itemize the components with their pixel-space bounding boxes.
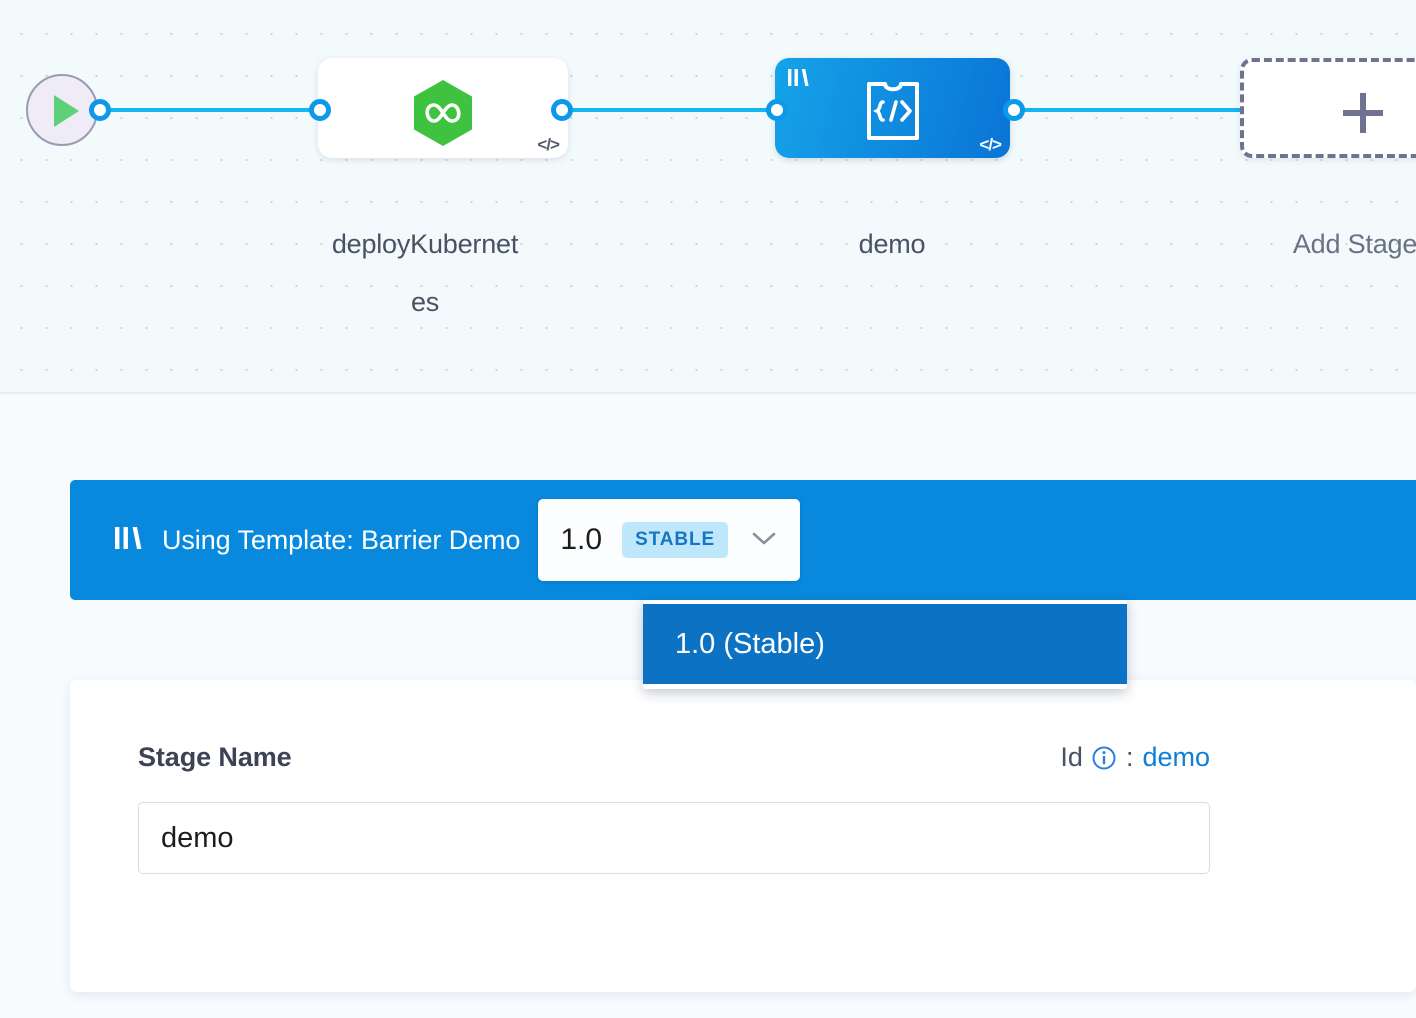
play-icon [54, 95, 79, 127]
connector-line-stage2-to-add [1000, 108, 1248, 112]
template-version-stable-badge: STABLE [622, 522, 729, 558]
stage-name-input[interactable] [138, 802, 1210, 874]
stage-name-row: Stage Name Id : demo [138, 742, 1210, 773]
pipeline-start-node[interactable] [26, 74, 98, 146]
stage-label-line1: deployKubernet [331, 229, 519, 259]
connector-dot-start-out[interactable] [89, 99, 111, 121]
stage-id-separator: : [1125, 742, 1134, 772]
stage-details-panel: Using Template: Barrier Demo 1.0 STABLE … [0, 394, 1416, 1018]
stage-config-card: Stage Name Id : demo [70, 680, 1416, 992]
template-version-value: 1.0 [560, 523, 603, 556]
version-option-label: 1.0 (Stable) [675, 627, 825, 660]
version-option-1-0-stable[interactable]: 1.0 (Stable) [643, 604, 1127, 684]
connector-dot-stage2-in[interactable] [766, 99, 788, 121]
stage-label-line2: es [410, 287, 440, 317]
stage-node-demo[interactable]: </> [775, 58, 1010, 158]
connector-dot-stage2-out[interactable] [1003, 99, 1025, 121]
chevron-down-icon[interactable] [750, 529, 778, 552]
stage-label-demo: demo [858, 229, 926, 259]
stage-label-deploykubernetes: deployKubernet es [280, 215, 570, 331]
template-bars-icon [114, 524, 144, 557]
info-circle-icon[interactable] [1091, 745, 1117, 771]
stage-node-deploykubernetes[interactable]: </> [318, 58, 568, 158]
add-stage-node[interactable] [1240, 58, 1416, 158]
connector-line-start-to-stage1 [92, 108, 332, 112]
connector-line-stage1-to-stage2 [548, 108, 796, 112]
add-stage-label: Add Stage [1292, 229, 1416, 259]
code-badge-icon: </> [537, 135, 560, 154]
stage-id-label: Id [1060, 742, 1083, 772]
template-bars-icon [787, 67, 811, 94]
harness-hexagon-infinity-icon [410, 78, 476, 153]
stage-id-value: demo [1142, 742, 1210, 772]
pipeline-canvas[interactable]: </> deployKubernet es </> demo [0, 0, 1416, 394]
template-version-selector[interactable]: 1.0 STABLE [538, 499, 801, 581]
using-template-banner: Using Template: Barrier Demo 1.0 STABLE [70, 480, 1416, 600]
custom-stage-code-icon [861, 80, 925, 147]
code-badge-icon: </> [979, 135, 1002, 154]
connector-dot-stage1-in[interactable] [309, 99, 331, 121]
plus-icon [1340, 90, 1386, 141]
connector-dot-stage1-out[interactable] [551, 99, 573, 121]
using-template-text: Using Template: Barrier Demo [162, 524, 521, 555]
stage-name-label: Stage Name [138, 742, 292, 772]
template-version-dropdown[interactable]: 1.0 (Stable) [643, 600, 1127, 689]
stage-id-readout: Id : demo [1060, 742, 1210, 773]
